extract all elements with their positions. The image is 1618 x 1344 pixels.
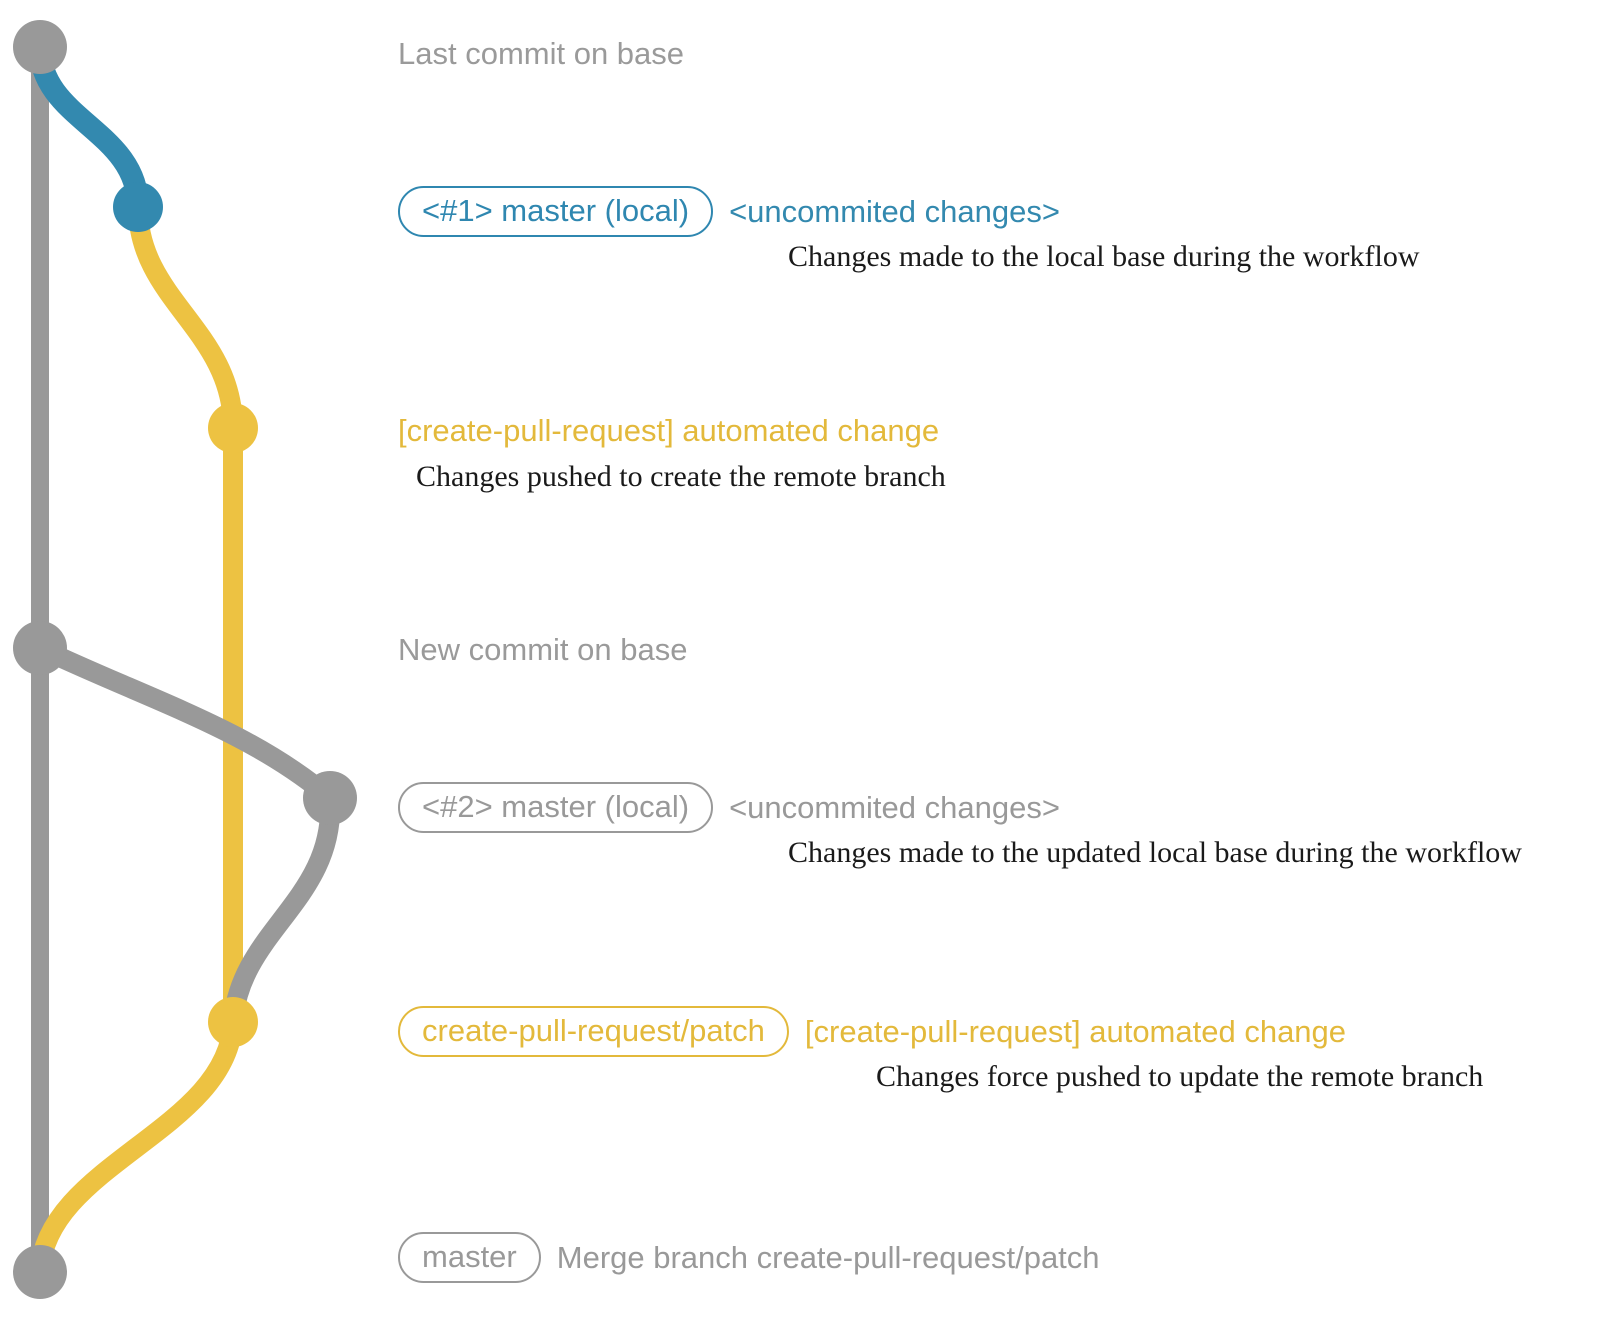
row-automated-change-2: create-pull-request/patch [create-pull-r… <box>398 1006 1346 1057</box>
node-automated-change-1[interactable] <box>208 403 258 453</box>
message-automated-change-2: [create-pull-request] automated change <box>804 1013 1347 1049</box>
rebase-edge <box>223 788 341 1032</box>
row-master-local-1: <#1> master (local) <uncommited changes> <box>398 186 1060 237</box>
heading-last-commit-on-base: Last commit on base <box>398 36 685 71</box>
badge-master-local-1[interactable]: <#1> master (local) <box>398 186 714 237</box>
row-automated-change-1: [create-pull-request] automated change <box>398 413 939 449</box>
message-merge-commit: Merge branch create-pull-request/patch <box>556 1239 1100 1275</box>
badge-master-local-2[interactable]: <#2> master (local) <box>398 782 714 833</box>
node-master-local-1[interactable] <box>113 182 163 232</box>
node-master-local-2[interactable] <box>303 771 357 825</box>
subtext-automated-change-2: Changes force pushed to update the remot… <box>876 1060 1484 1093</box>
merge-edge <box>30 1012 243 1282</box>
subtext-automated-change-1: Changes pushed to create the remote bran… <box>416 460 946 493</box>
master-local-2-edge <box>30 638 340 808</box>
node-automated-change-2[interactable] <box>208 997 258 1047</box>
node-last-commit-on-base[interactable] <box>13 20 67 74</box>
node-new-commit-on-base[interactable] <box>13 621 67 675</box>
row-master-local-2: <#2> master (local) <uncommited changes> <box>398 782 1060 833</box>
message-master-local-1: <uncommited changes> <box>729 193 1060 229</box>
badge-master[interactable]: master <box>398 1232 541 1283</box>
git-graph <box>13 20 357 1299</box>
automated-change-1-edge <box>128 197 243 438</box>
badge-create-pull-request-patch[interactable]: create-pull-request/patch <box>398 1006 789 1057</box>
row-merge-commit: master Merge branch create-pull-request/… <box>398 1232 1100 1283</box>
subtext-master-local-2: Changes made to the updated local base d… <box>788 836 1522 869</box>
heading-new-commit-on-base: New commit on base <box>398 632 688 667</box>
subtext-master-local-1: Changes made to the local base during th… <box>788 240 1420 273</box>
message-master-local-2: <uncommited changes> <box>729 789 1060 825</box>
node-merge-commit[interactable] <box>13 1245 67 1299</box>
message-automated-change-1: [create-pull-request] automated change <box>398 413 940 448</box>
